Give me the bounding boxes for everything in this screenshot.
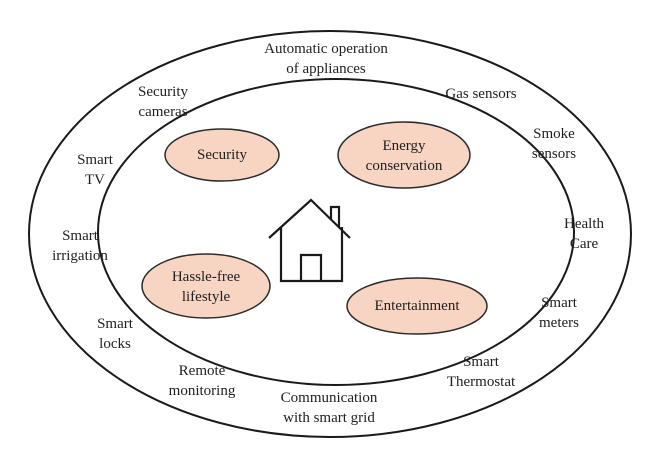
house-icon xyxy=(268,198,351,283)
goal-pill-hassle-free-lifestyle xyxy=(141,253,271,319)
app-label-remote-monitoring: Remote monitoring xyxy=(168,363,236,399)
goal-pill-energy-conservation xyxy=(337,121,471,189)
app-label-communication-smart-grid: Communication with smart grid xyxy=(280,390,378,426)
app-label-smart-irrigation: Smart irrigation xyxy=(52,228,108,264)
app-label-smart-locks: Smart locks xyxy=(97,316,133,352)
app-label-smart-thermostat: Smart Thermostat xyxy=(446,354,516,390)
app-label-automatic-operation: Automatic operation of appliances xyxy=(264,41,388,77)
goal-label-entertainment: Entertainment xyxy=(374,298,460,314)
app-label-smart-meters: Smart meters xyxy=(539,295,579,331)
goal-pill-security xyxy=(164,128,280,182)
goal-pill-entertainment xyxy=(346,277,488,335)
app-label-health-care: Health Care xyxy=(564,216,604,252)
app-label-security-cameras: Security cameras xyxy=(138,84,188,120)
app-label-smart-tv: Smart TV xyxy=(77,152,113,188)
app-label-gas-sensors: Gas sensors xyxy=(445,86,517,102)
goal-label-hassle-free-lifestyle: Hassle-free lifestyle xyxy=(171,269,241,305)
goal-label-security: Security xyxy=(197,147,247,163)
inner-ring xyxy=(97,78,575,386)
goal-label-energy-conservation: Energy conservation xyxy=(365,138,443,174)
app-label-smoke-sensors: Smoke sensors xyxy=(531,126,577,162)
outer-ring xyxy=(28,30,632,438)
